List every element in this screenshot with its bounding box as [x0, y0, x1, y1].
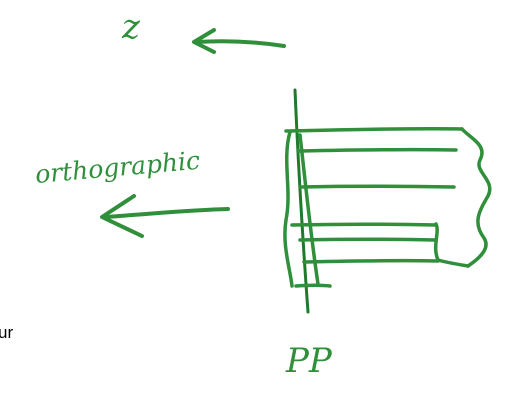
slab-line-6 — [294, 283, 332, 288]
sketched-object — [283, 126, 492, 288]
orthographic-label: orthographic — [34, 146, 201, 189]
picture-plane-line — [293, 88, 310, 314]
slab-line-1 — [296, 147, 458, 153]
object-left-edge — [283, 130, 294, 288]
object-top-edge — [284, 126, 464, 133]
orthographic-arrow-shaft — [102, 207, 230, 219]
z-annotation: z — [121, 7, 286, 54]
z-arrow-head — [192, 28, 216, 54]
slab-line-3 — [290, 222, 438, 227]
slab-line-5 — [302, 258, 440, 264]
slab-line-4 — [298, 237, 438, 242]
z-label: z — [121, 7, 141, 47]
object-inner-diagonal — [298, 133, 320, 286]
orthographic-annotation: orthographic — [34, 146, 230, 238]
object-lower-block — [433, 222, 470, 268]
orthographic-arrow-head — [100, 194, 144, 238]
pp-label: PP — [285, 341, 333, 381]
slab-line-2 — [298, 184, 456, 189]
cropped-edge-text: ur — [0, 323, 13, 342]
object-right-outline — [460, 127, 492, 268]
z-arrow-shaft — [194, 39, 286, 48]
